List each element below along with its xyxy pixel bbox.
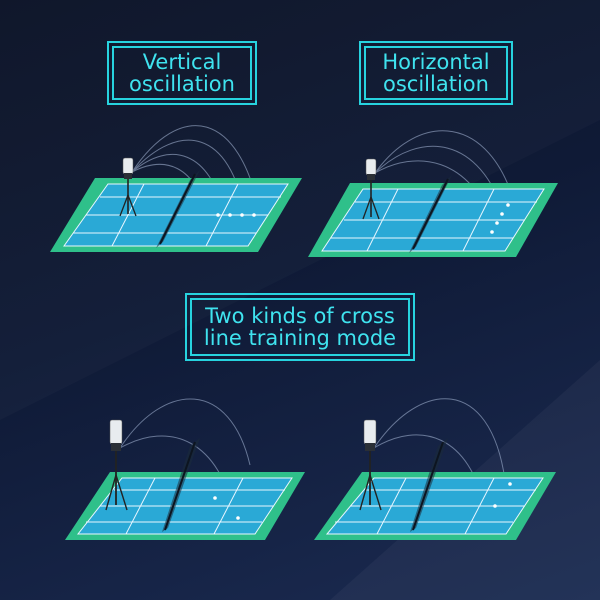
horizontal-oscillation-label: Horizontal oscillation xyxy=(359,41,513,105)
shuttle-machine xyxy=(105,419,128,511)
shuttle-machine xyxy=(119,157,137,217)
horizontal-oscillation-court xyxy=(300,125,570,265)
cross-line-court-1 xyxy=(50,380,310,550)
court xyxy=(314,472,556,540)
net xyxy=(410,438,448,532)
shuttle-machine xyxy=(362,158,380,220)
landing-dots xyxy=(216,213,256,217)
landing-dots xyxy=(213,496,240,520)
court xyxy=(65,472,305,540)
vertical-oscillation-label: Vertical oscillation xyxy=(107,41,257,105)
cross-line-mode-label: Two kinds of cross line training mode xyxy=(185,293,415,361)
landing-dots xyxy=(493,482,512,508)
horizontal-oscillation-text: Horizontal oscillation xyxy=(382,49,490,96)
vertical-oscillation-court xyxy=(40,120,310,260)
court xyxy=(308,183,558,257)
net xyxy=(409,175,452,253)
cross-line-court-2 xyxy=(300,380,560,550)
landing-dots xyxy=(490,203,510,234)
shuttle-machine xyxy=(359,419,382,511)
cross-line-mode-text: Two kinds of cross line training mode xyxy=(203,303,397,350)
net xyxy=(156,170,200,248)
net xyxy=(162,438,200,532)
vertical-oscillation-text: Vertical oscillation xyxy=(129,49,235,96)
